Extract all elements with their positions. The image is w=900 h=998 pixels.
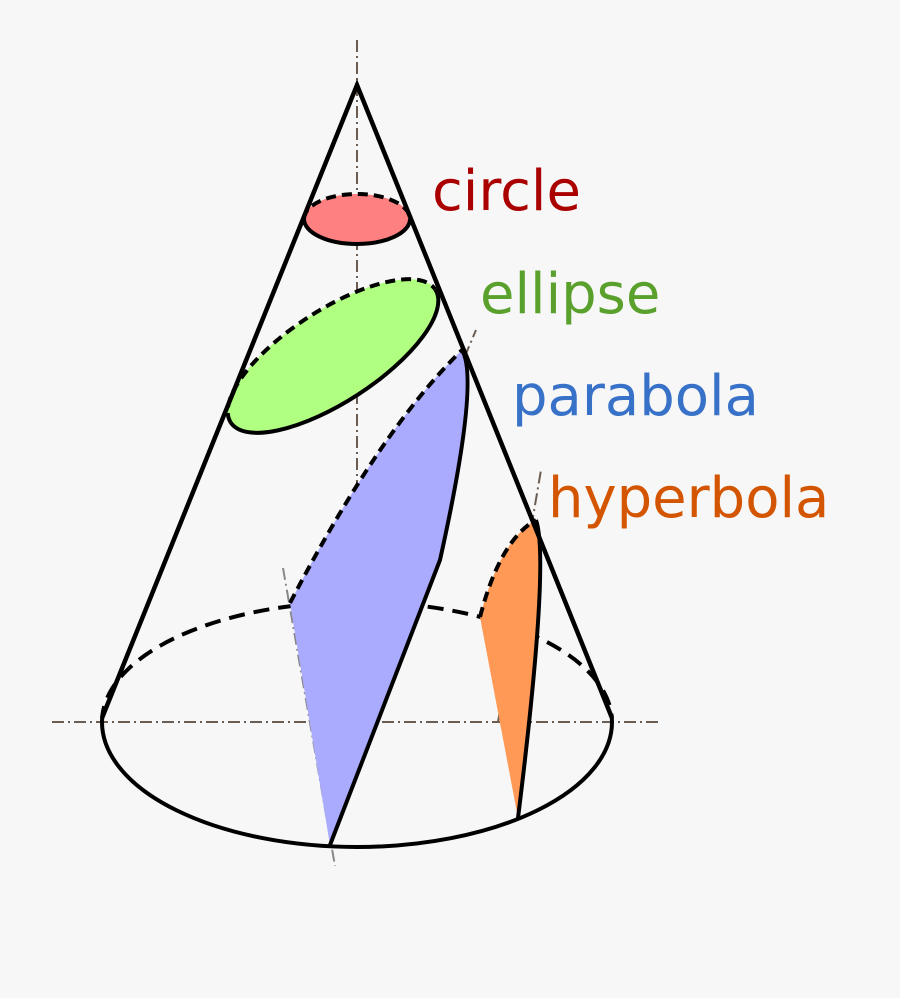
parabola-section [290,350,468,845]
ellipse-section [227,279,439,433]
cone-outline [99,78,615,719]
parabola-label: parabola [512,364,759,429]
hyperbola-label: hyperbola [548,466,829,531]
base-front [100,721,614,849]
hyperbola-section [480,520,541,818]
circle-label: circle [432,159,581,224]
ellipse-label: ellipse [480,262,660,327]
circle-section [304,194,410,244]
